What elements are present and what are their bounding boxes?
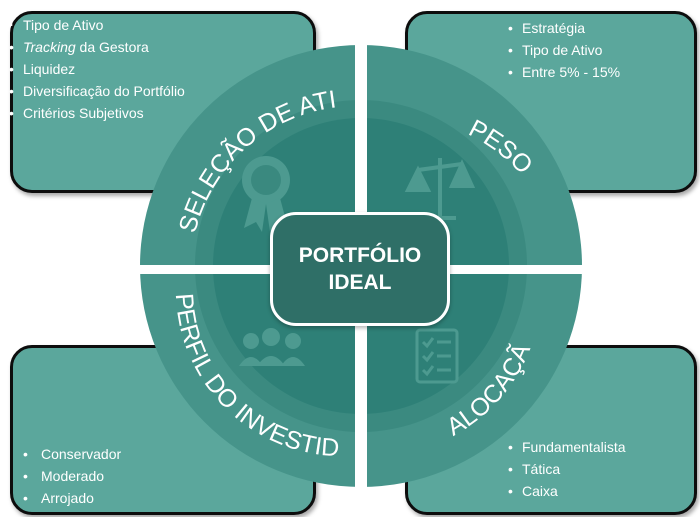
perfil-criteria-list: Conservador Moderado Arrojado <box>23 443 121 509</box>
list-item: Moderado <box>23 465 121 487</box>
list-item: Conservador <box>23 443 121 465</box>
alocacao-criteria-list: Fundamentalista Tática Caixa <box>508 436 626 502</box>
list-item: Entre 5% - 15% <box>508 61 620 83</box>
people-group-icon <box>239 328 305 366</box>
list-item: Critérios Subjetivos <box>9 102 185 124</box>
list-item: Tática <box>508 458 626 480</box>
selecao-criteria-list: Tipo de Ativo Tracking da Gestora Liquid… <box>9 14 185 124</box>
list-item: Arrojado <box>23 487 121 509</box>
center-portfolio-label: PORTFÓLIO IDEAL <box>270 212 450 326</box>
peso-criteria-list: Estratégia Tipo de Ativo Entre 5% - 15% <box>508 17 620 83</box>
award-ribbon-icon <box>242 156 290 232</box>
list-item: Liquidez <box>9 58 185 80</box>
balance-scale-icon <box>404 158 476 220</box>
center-line-1: PORTFÓLIO <box>298 244 422 267</box>
list-item: Tipo de Ativo <box>9 14 185 36</box>
list-item: Tipo de Ativo <box>508 39 620 61</box>
center-line-2: IDEAL <box>328 271 392 294</box>
list-item: Caixa <box>508 480 626 502</box>
list-item: Tracking da Gestora <box>9 36 185 58</box>
checklist-icon <box>415 328 459 384</box>
list-item: Estratégia <box>508 17 620 39</box>
list-item: Fundamentalista <box>508 436 626 458</box>
list-item: Diversificação do Portfólio <box>9 80 185 102</box>
